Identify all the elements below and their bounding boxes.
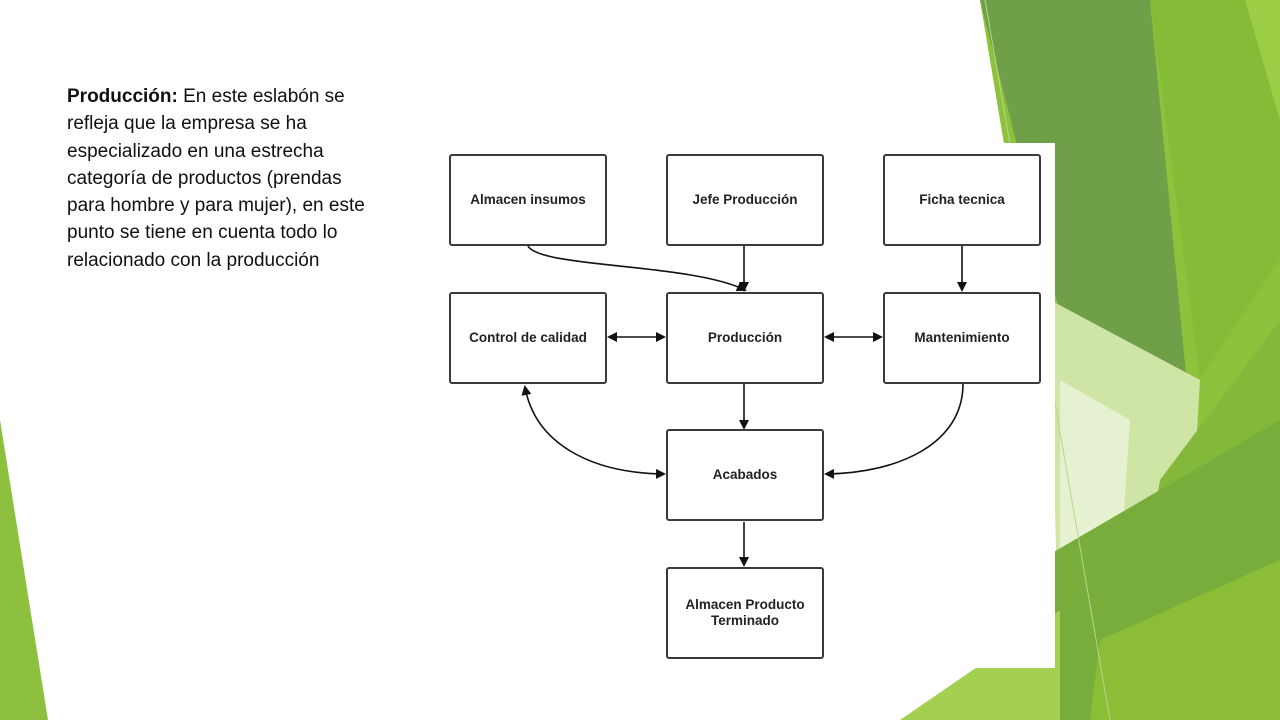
node-jefe-produccion: Jefe Producción (666, 154, 824, 246)
node-acabados: Acabados (666, 429, 824, 521)
node-label-line1: Almacen Producto (685, 597, 805, 612)
node-label: Jefe Producción (692, 192, 798, 207)
node-mantenimiento: Mantenimiento (883, 292, 1041, 384)
slide-body: En este eslabón se refleja que la empres… (67, 86, 365, 271)
arrow-control-acabados (521, 385, 666, 479)
node-label: Control de calidad (469, 330, 587, 345)
flow-diagram: Almacen insumos Jefe Producción Ficha te… (430, 143, 1055, 668)
node-label: Almacen insumos (470, 192, 586, 207)
node-almacen-insumos: Almacen insumos (449, 154, 607, 246)
slide-text: Producción: En este eslabón se refleja q… (67, 83, 367, 274)
node-label-line2: Terminado (710, 613, 779, 628)
node-label: Acabados (712, 467, 778, 482)
arrow-insumos-produccion (527, 245, 747, 291)
node-control-calidad: Control de calidad (449, 292, 607, 384)
arrow-mantenimiento-acabados (824, 383, 964, 479)
diagram-connectors (521, 245, 967, 567)
slide-heading: Producción: (67, 86, 178, 107)
node-label: Producción (707, 330, 783, 345)
node-produccion: Producción (666, 292, 824, 384)
node-almacen-producto-terminado: Almacen Producto Terminado (666, 567, 824, 659)
node-ficha-tecnica: Ficha tecnica (883, 154, 1041, 246)
node-label: Mantenimiento (914, 330, 1010, 345)
node-label: Ficha tecnica (919, 192, 1005, 207)
